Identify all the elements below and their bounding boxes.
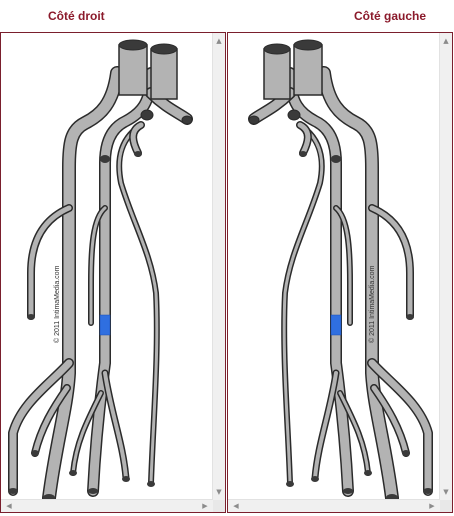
panel-cote-gauche: © 2011 IntimaMedia.com ▲ ▼ ◀ ▶ — [227, 32, 453, 513]
vessel-short-stub — [129, 121, 145, 157]
scroll-down-icon[interactable]: ▼ — [443, 488, 449, 496]
horizontal-scrollbar[interactable]: ◀ ▶ — [1, 499, 213, 512]
vessel-short-stub — [296, 121, 312, 157]
scroll-up-icon[interactable]: ▲ — [443, 37, 449, 45]
scroll-right-icon[interactable]: ▶ — [429, 502, 435, 510]
vessel-outer-branch — [367, 358, 433, 496]
venous-diagram-right-side: © 2011 IntimaMedia.com — [8, 39, 193, 501]
vessel-main-trunk — [42, 66, 124, 501]
title-cote-gauche: Côté gauche — [354, 9, 427, 23]
scroll-left-icon[interactable]: ◀ — [233, 502, 239, 510]
vessel-inner-branch-right — [101, 369, 130, 482]
scroll-left-icon[interactable]: ◀ — [6, 502, 12, 510]
horizontal-scrollbar[interactable]: ◀ ▶ — [228, 499, 440, 512]
vessel-thin-branch — [88, 205, 108, 326]
vessel-inner-branch-left — [337, 390, 371, 476]
venous-diagram-left-side: © 2011 IntimaMedia.com — [248, 39, 433, 501]
vessel-lower-branch — [370, 384, 410, 457]
scroll-down-icon[interactable]: ▼ — [216, 488, 222, 496]
scroll-right-icon[interactable]: ▶ — [202, 502, 208, 510]
vessel-lateral-branch — [27, 204, 73, 320]
vessel-crossing-branch — [116, 122, 160, 486]
highlight-segment — [99, 314, 111, 336]
vessel-lateral-branch — [368, 204, 414, 320]
vessel-thin-branch — [333, 205, 353, 326]
vertical-scrollbar[interactable]: ▲ ▼ — [439, 33, 452, 500]
vertical-scrollbar[interactable]: ▲ ▼ — [212, 33, 225, 500]
vessel-inner-branch-right — [311, 369, 340, 482]
vessel-tops — [100, 39, 193, 163]
vessel-main-trunk — [317, 66, 399, 501]
vessel-tops — [248, 39, 341, 163]
highlight-segment — [330, 314, 342, 336]
vessel-inner-branch-left — [70, 390, 104, 476]
vessel-inner-trunk — [87, 67, 157, 497]
credit-label: © 2011 IntimaMedia.com — [53, 265, 61, 343]
title-cote-droit: Côté droit — [48, 9, 105, 23]
vessel-lower-branch — [31, 384, 71, 457]
scrollbar-corner — [440, 500, 452, 512]
vessel-crossing-branch — [281, 122, 325, 486]
scroll-up-icon[interactable]: ▲ — [216, 37, 222, 45]
vessel-inner-trunk — [284, 67, 354, 497]
credit-label: © 2011 IntimaMedia.com — [368, 265, 376, 343]
scrollbar-corner — [213, 500, 225, 512]
panel-cote-droit: © 2011 IntimaMedia.com ▲ ▼ ◀ ▶ — [0, 32, 226, 513]
vessel-outer-branch — [8, 358, 74, 496]
